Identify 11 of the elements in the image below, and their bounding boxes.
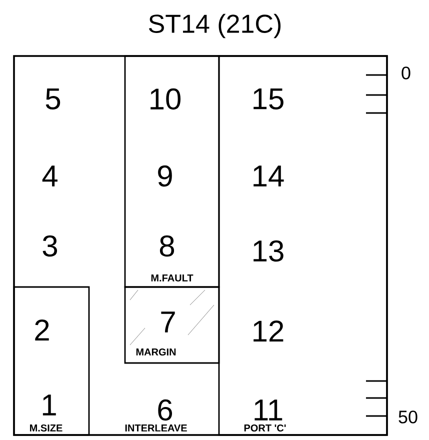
field-box: 15 14 13 12 11 PORT 'C' bbox=[218, 55, 388, 436]
title: ST14 (21C) bbox=[148, 14, 281, 38]
cell-number: 6 bbox=[158, 399, 172, 421]
cell-label: INTERLEAVE bbox=[125, 424, 187, 432]
field-box: 2 1 M.SIZE bbox=[13, 286, 90, 436]
cell-number: 5 bbox=[46, 88, 60, 110]
field-box: 7 MARGIN bbox=[124, 286, 220, 364]
field-box: 10 9 8 M.FAULT bbox=[124, 55, 220, 288]
frame-box bbox=[13, 55, 388, 436]
cell-number: 3 bbox=[42, 235, 58, 257]
cell-number: 4 bbox=[42, 166, 58, 186]
